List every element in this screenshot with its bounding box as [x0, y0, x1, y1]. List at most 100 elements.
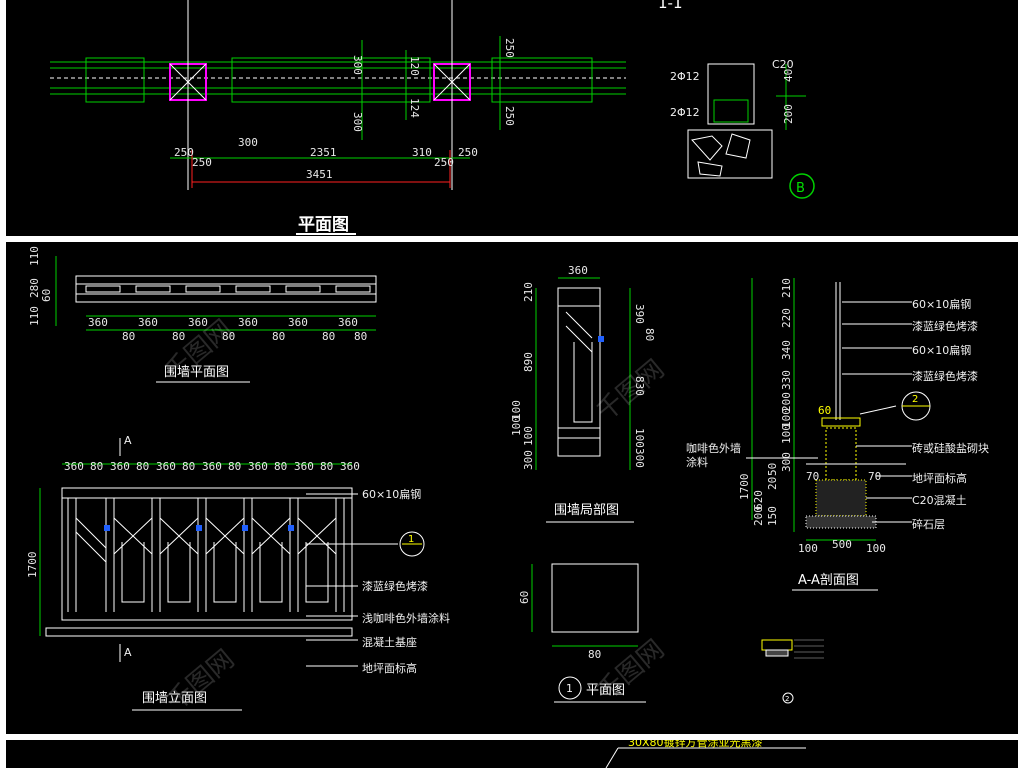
svg-text:漆蓝绿色烤漆: 漆蓝绿色烤漆 [362, 579, 428, 593]
dim-label: 2351 [310, 146, 337, 159]
plan-title: 平面图 [298, 215, 349, 235]
drawing-panel-bottom: 30X80镀锌方管涂亚光黑漆 [6, 740, 1018, 768]
wall-elevation-view: A 360 80 360 80 360 80 360 80 360 80 360… [26, 434, 450, 711]
svg-text:C20: C20 [772, 58, 794, 71]
svg-text:混凝土基座: 混凝土基座 [362, 635, 417, 649]
svg-text:500: 500 [832, 538, 852, 551]
drawing-panel-top: 1-1 300 300 120 [6, 0, 1018, 236]
svg-text:80: 80 [90, 460, 103, 473]
svg-text:150: 150 [766, 506, 779, 526]
svg-text:100: 100 [780, 408, 793, 428]
dim-label: 124 [408, 98, 421, 118]
svg-text:80: 80 [274, 460, 287, 473]
svg-text:1700: 1700 [26, 552, 39, 579]
svg-text:100: 100 [780, 424, 793, 444]
svg-text:210: 210 [780, 278, 793, 298]
svg-text:地坪面标高: 地坪面标高 [912, 471, 967, 485]
svg-text:300: 300 [780, 452, 793, 472]
svg-text:70: 70 [868, 470, 881, 483]
svg-text:2: 2 [912, 394, 918, 405]
svg-text:80: 80 [122, 330, 135, 343]
svg-text:300: 300 [633, 448, 646, 468]
svg-text:360: 360 [64, 460, 84, 473]
svg-text:80: 80 [228, 460, 241, 473]
svg-text:210: 210 [522, 282, 535, 302]
svg-text:80: 80 [182, 460, 195, 473]
svg-text:340: 340 [780, 340, 793, 360]
svg-text:80: 80 [354, 330, 367, 343]
svg-text:110: 110 [28, 246, 41, 266]
svg-text:360: 360 [202, 460, 222, 473]
watermark: 千图网 [591, 354, 670, 427]
drawing-panel-main: 110 2 80 60 110 360 360 360 360 360 360 8… [6, 242, 1018, 734]
svg-text:360: 360 [568, 264, 588, 277]
svg-text:浅咖啡色外墙涂料: 浅咖啡色外墙涂料 [362, 611, 450, 625]
bottom-callout: 30X80镀锌方管涂亚光黑漆 [628, 740, 763, 749]
svg-text:360: 360 [340, 460, 360, 473]
dim-label: 310 [412, 146, 432, 159]
svg-text:360: 360 [294, 460, 314, 473]
svg-text:360: 360 [138, 316, 158, 329]
svg-text:2Φ12: 2Φ12 [670, 70, 700, 83]
dim-label: 250 [434, 156, 454, 169]
svg-text:200: 200 [782, 104, 795, 124]
svg-text:80: 80 [272, 330, 285, 343]
watermark: 千图网 [161, 644, 240, 717]
svg-text:70: 70 [806, 470, 819, 483]
svg-text:咖啡色外墙涂料: 咖啡色外墙涂料 [686, 441, 741, 469]
dim-label: 250 [174, 146, 194, 159]
square-plan-detail: 60 80 1 平面图 [518, 563, 646, 703]
section-mark-b: B [796, 181, 805, 196]
svg-text:100: 100 [510, 416, 523, 436]
svg-text:60: 60 [818, 404, 831, 417]
svg-text:80: 80 [322, 330, 335, 343]
svg-text:漆蓝绿色烤漆: 漆蓝绿色烤漆 [912, 369, 978, 383]
svg-text:110: 110 [28, 306, 41, 326]
svg-text:360: 360 [88, 316, 108, 329]
svg-text:360: 360 [338, 316, 358, 329]
detail-title: 围墙局部图 [554, 503, 619, 518]
watermark: 千图网 [591, 634, 670, 707]
svg-text:620: 620 [752, 490, 765, 510]
dim-label: 250 [503, 106, 516, 126]
svg-text:300: 300 [522, 450, 535, 470]
svg-text:360: 360 [288, 316, 308, 329]
svg-text:100: 100 [522, 426, 535, 446]
svg-text:80: 80 [320, 460, 333, 473]
svg-text:100: 100 [866, 542, 886, 555]
svg-text:80: 80 [136, 460, 149, 473]
svg-text:碎石层: 碎石层 [912, 517, 945, 531]
svg-text:360: 360 [188, 316, 208, 329]
svg-text:2Φ12: 2Φ12 [670, 106, 700, 119]
svg-text:360: 360 [110, 460, 130, 473]
svg-text:390: 390 [633, 304, 646, 324]
dim-total: 3451 [192, 168, 450, 183]
svg-text:80: 80 [172, 330, 185, 343]
plan-1-title: 平面图 [586, 683, 625, 698]
wall-plan-lines [50, 57, 626, 103]
svg-text:100: 100 [798, 542, 818, 555]
fence-panels [67, 498, 345, 612]
svg-text:360: 360 [156, 460, 176, 473]
section-title: A-A剖面图 [798, 573, 859, 588]
svg-text:360: 360 [248, 460, 268, 473]
svg-text:20: 20 [766, 477, 779, 490]
svg-text:1700: 1700 [738, 474, 751, 501]
section-title-1-1: 1-1 [658, 0, 683, 12]
elevation-title: 围墙立面图 [142, 691, 207, 706]
svg-text:C20混凝土: C20混凝土 [912, 493, 967, 507]
svg-text:80: 80 [643, 328, 656, 341]
svg-text:60×10扁钢: 60×10扁钢 [362, 488, 421, 501]
svg-text:890: 890 [522, 352, 535, 372]
small-detail-2: 2 [761, 639, 824, 704]
svg-text:80: 80 [222, 330, 235, 343]
section-a-a-view: 1700 210 220 340 330 200 100 100 300 50 … [686, 278, 989, 591]
svg-text:830: 830 [633, 376, 646, 396]
svg-text:80: 80 [588, 648, 601, 661]
svg-text:360: 360 [238, 316, 258, 329]
section-detail-b: 2Φ12 2Φ12 C20 40 200 B [670, 58, 815, 199]
dim-label: 300 [351, 112, 364, 132]
dim-label: 300 [351, 55, 364, 75]
dim-label: 300 [238, 136, 258, 149]
svg-text:60: 60 [518, 591, 531, 604]
